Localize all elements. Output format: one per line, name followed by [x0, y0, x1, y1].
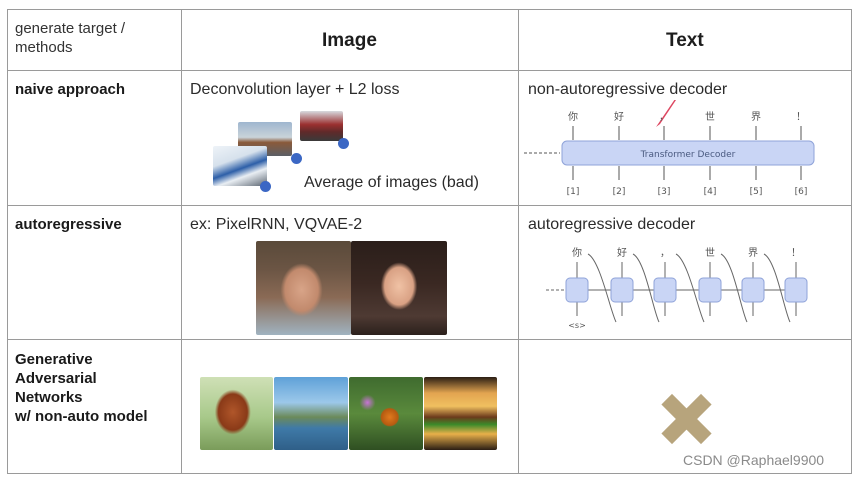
autoregressive-image-text: ex: PixelRNN, VQVAE-2 [190, 216, 363, 233]
comparison-table [7, 9, 852, 474]
output-token: 好 [617, 247, 627, 259]
autoregressive-text-title: autoregressive decoder [528, 216, 696, 233]
table-row-divider [7, 205, 852, 206]
table-col-divider [181, 9, 182, 474]
row-label-gan-line: Adversarial [15, 370, 97, 387]
decoder-step-block [784, 277, 808, 303]
decoder-step-block [565, 277, 589, 303]
non-autoregressive-decoder-diagram: 你 好 ， 世 界 ！ Transformer Decoder [1] [2] … [524, 100, 815, 197]
transformer-decoder-label: Transformer Decoder [640, 150, 736, 160]
naive-image-text: Deconvolution layer + L2 loss [190, 81, 400, 98]
table-row-divider [7, 339, 852, 340]
output-token: 世 [705, 111, 715, 123]
sample-dot [291, 153, 302, 164]
input-token: [2] [613, 187, 626, 197]
generated-dog-image [200, 377, 273, 450]
output-token: 界 [751, 111, 761, 123]
generated-burger-image [424, 377, 497, 450]
output-token: 好 [614, 111, 624, 123]
recurrence-arrows [546, 253, 797, 323]
pen-mark [656, 100, 676, 127]
image-column-header: Image [322, 30, 377, 51]
decoder-step-block [610, 277, 634, 303]
text-column-header: Text [666, 30, 704, 51]
output-token: 你 [568, 110, 578, 123]
generated-butterfly-image [349, 377, 423, 450]
input-token: [4] [704, 187, 717, 197]
naive-image-caption: Average of images (bad) [304, 174, 479, 191]
output-token: ！ [791, 248, 801, 259]
start-token: <s> [568, 321, 586, 330]
row-label-autoregressive: autoregressive [15, 216, 122, 233]
output-token: 你 [572, 246, 582, 259]
decoder-step-block [741, 277, 765, 303]
row-label-gan-line: Generative [15, 351, 93, 368]
table-col-divider [518, 9, 519, 474]
naive-text-title: non-autoregressive decoder [528, 81, 728, 98]
corner-header: generate target / methods [15, 20, 126, 56]
sample-dot [338, 138, 349, 149]
output-token: ， [659, 112, 669, 123]
output-token: ， [660, 248, 670, 259]
sample-dot [260, 181, 271, 192]
transformer-decoder-block [561, 140, 815, 166]
decoder-step-block [698, 277, 722, 303]
table-row-divider [7, 70, 852, 71]
row-label-gan: Generative Adversarial Networks w/ non-a… [15, 350, 148, 426]
output-token: 界 [748, 247, 758, 259]
train-photo [213, 146, 267, 186]
cross-mark-icon [660, 393, 712, 445]
row-label-naive: naive approach [15, 81, 126, 98]
input-token: [1] [567, 187, 580, 197]
input-token: [6] [795, 187, 808, 197]
train-photo [300, 111, 343, 141]
input-token: [5] [750, 187, 763, 197]
generated-face-woman [351, 241, 447, 335]
generated-landscape-image [274, 377, 348, 450]
output-token: ！ [796, 112, 806, 123]
input-token: [3] [658, 187, 671, 197]
autoregressive-decoder-diagram: 你 好 ， 世 界 ！ <s> [546, 246, 808, 330]
row-label-gan-line: w/ non-auto model [15, 408, 148, 425]
output-token: 世 [705, 247, 715, 259]
decoder-step-block [653, 277, 677, 303]
watermark: CSDN @Raphael9900 [683, 452, 825, 468]
output-arrows [524, 126, 802, 180]
row-label-gan-line: Networks [15, 389, 83, 406]
generated-face-man [256, 241, 351, 335]
